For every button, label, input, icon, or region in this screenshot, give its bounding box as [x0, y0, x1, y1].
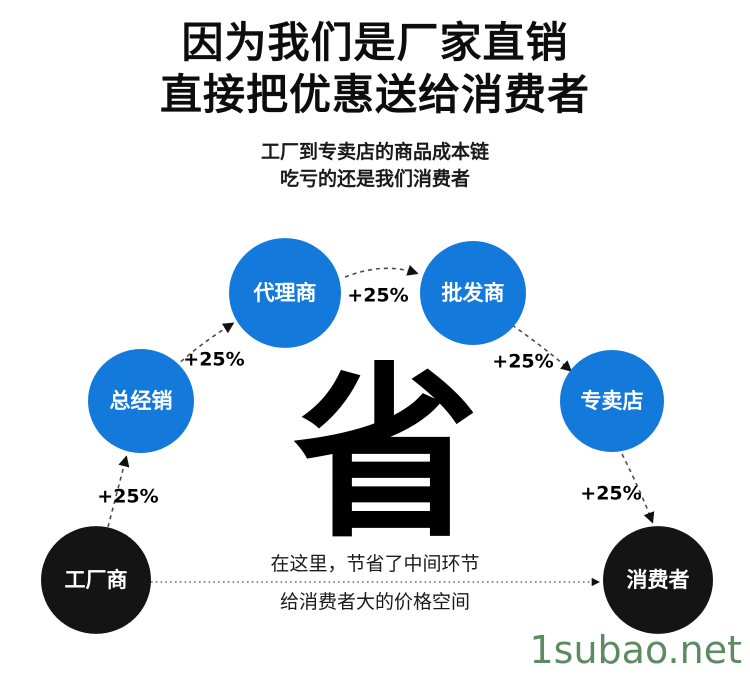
- node-store[interactable]: 专卖店: [560, 350, 664, 452]
- percent-label-factory-to-distributor: +25%: [97, 486, 158, 508]
- node-label-distributor: 总经销: [110, 389, 173, 413]
- node-consumer[interactable]: 消费者: [603, 526, 713, 634]
- node-factory[interactable]: 工厂商: [41, 526, 151, 634]
- percent-label-layer: +25% +25% +25% +25% +25%: [97, 285, 641, 508]
- edge-agent-to-wholesaler: [344, 265, 419, 278]
- edge-wholesaler-to-store: [511, 324, 573, 372]
- edge-store-to-consumer: [621, 453, 655, 524]
- percent-label-store-to-consumer: +25%: [580, 483, 641, 505]
- node-label-consumer: 消费者: [627, 568, 690, 592]
- caption-line-1: 在这里，节省了中间环节: [270, 553, 480, 575]
- node-circle-consumer: [603, 526, 713, 634]
- caption-line-2: 给消费者大的价格空间: [279, 591, 470, 613]
- subheading-line-2: 吃亏的还是我们消费者: [279, 168, 470, 190]
- percent-label-agent-to-wholesaler: +25%: [347, 285, 408, 307]
- edge-distributor-to-agent: [174, 322, 235, 368]
- bottom-caption: 在这里，节省了中间环节 给消费者大的价格空间: [0, 545, 750, 621]
- site-watermark: 1subao.net: [529, 628, 743, 672]
- node-wholesaler[interactable]: 批发商: [420, 241, 526, 345]
- edge-group: [107, 265, 655, 587]
- percent-label-distributor-to-agent: +25%: [183, 349, 244, 371]
- node-label-wholesaler: 批发商: [442, 281, 505, 305]
- node-circle-factory: [41, 526, 151, 634]
- node-label-store: 专卖店: [581, 389, 644, 413]
- node-circle-agent: [229, 238, 341, 348]
- node-distributor[interactable]: 总经销: [88, 349, 194, 453]
- node-label-agent: 代理商: [253, 281, 317, 305]
- subheading-line-1: 工厂到专卖店的商品成本链: [260, 141, 489, 163]
- node-agent[interactable]: 代理商: [229, 238, 341, 348]
- node-circle-store: [560, 350, 664, 452]
- node-circle-wholesaler: [420, 241, 526, 345]
- percent-label-wholesaler-to-store: +25%: [492, 351, 553, 373]
- subheading: 工厂到专卖店的商品成本链 吃亏的还是我们消费者: [0, 139, 750, 193]
- edge-factory-to-distributor: [107, 455, 130, 528]
- save-glyph: 省: [293, 346, 479, 563]
- node-circle-distributor: [88, 349, 194, 453]
- node-label-factory: 工厂商: [65, 568, 128, 592]
